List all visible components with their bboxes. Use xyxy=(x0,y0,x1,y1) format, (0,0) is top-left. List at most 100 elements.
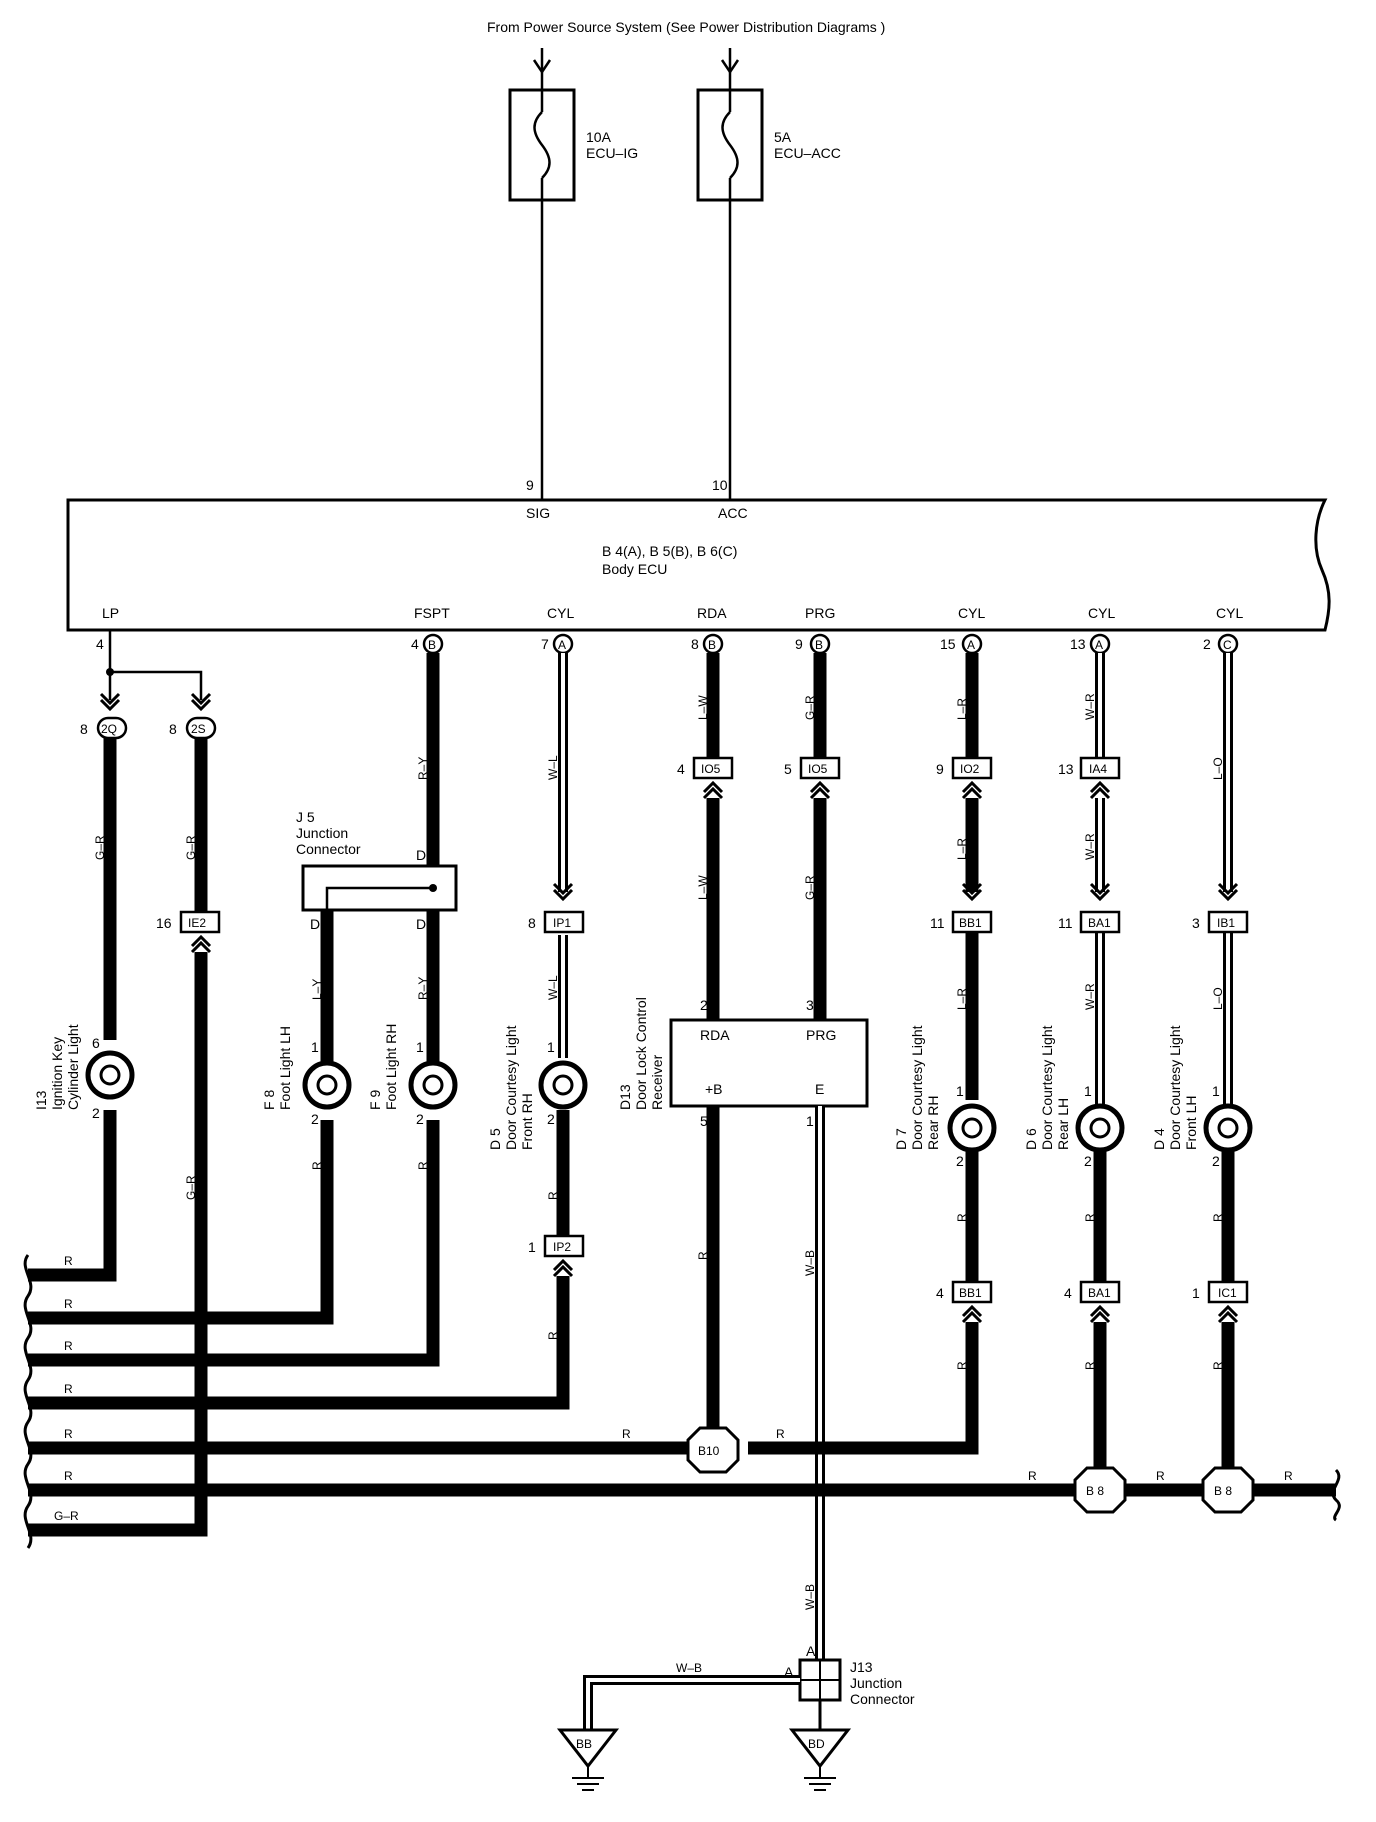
connector-io5-b: IO5 5 xyxy=(784,756,841,780)
connector-code: IE2 xyxy=(188,916,206,930)
wire-color-label: R xyxy=(64,1339,73,1353)
light-name: Rear RH xyxy=(925,1096,941,1150)
wire-wb-ground xyxy=(583,1675,800,1730)
splice-label: B10 xyxy=(698,1444,720,1458)
ecu-pin-name: RDA xyxy=(697,605,727,621)
light-d4: 1 2 D 4 Door Courtesy Light Front LH xyxy=(1151,1025,1253,1169)
wire-color-label: R xyxy=(1284,1469,1293,1483)
ecu-pin-name: CYL xyxy=(1216,605,1243,621)
wire-color-label: G–R xyxy=(803,875,817,900)
connector-bb1-b: BB1 4 xyxy=(936,1280,993,1304)
connector-ib1: IB1 3 xyxy=(1192,910,1249,934)
connector-ic1: IC1 1 xyxy=(1192,1280,1249,1304)
connector-ia4: IA4 13 xyxy=(1058,756,1121,780)
connector-pin: 1 xyxy=(1192,1285,1200,1301)
conn-letter: A xyxy=(558,638,566,652)
wire-color-label: L–R xyxy=(955,698,969,720)
conn-letter: B xyxy=(815,638,823,652)
connector-pin: 4 xyxy=(936,1285,944,1301)
connector-code: IB1 xyxy=(1217,916,1235,930)
j13-pin: A xyxy=(806,1643,816,1659)
wire-color-label: R xyxy=(546,1191,560,1200)
ecu-pin-name: LP xyxy=(102,605,119,621)
j5-pin: D xyxy=(416,916,426,932)
ecu-pin-num: 9 xyxy=(526,477,534,493)
wire-color-label: L–Y xyxy=(310,979,324,1000)
conn-letter: A xyxy=(967,638,975,652)
fuse-ecu-acc: 5A ECU–ACC xyxy=(696,48,841,202)
splice-b10: B10 xyxy=(686,1426,740,1474)
pin-num: 4 xyxy=(411,636,419,652)
light-code: I13 xyxy=(33,1090,49,1110)
ecu-pin-name: FSPT xyxy=(414,605,450,621)
light-d7: 1 2 D 7 Door Courtesy Light Rear RH xyxy=(893,1025,997,1169)
wire-color-label: G–R xyxy=(184,835,198,860)
pin-num: 2 xyxy=(1212,1153,1220,1169)
wire-color-label: R xyxy=(1083,1213,1097,1222)
receiver-title: Door Lock Control xyxy=(633,997,649,1110)
pin-num: 2 xyxy=(92,1105,100,1121)
connector-code: IP2 xyxy=(553,1240,571,1254)
connector-ie2: IE2 16 xyxy=(156,910,221,934)
pin-num: 1 xyxy=(416,1039,424,1055)
receiver-title2: Receiver xyxy=(649,1054,665,1110)
connector-pin: 11 xyxy=(1058,915,1073,931)
wire-color-label: R–Y xyxy=(416,977,430,1000)
wire-color-label: W–B xyxy=(803,1584,817,1610)
door-lock-receiver: 2 3 RDA PRG +B E 5 1 D13 Door Lock Contr… xyxy=(617,997,869,1129)
receiver-pin-e: E xyxy=(815,1081,824,1097)
fuse-amp-label: 10A xyxy=(586,129,612,145)
light-code: D 6 xyxy=(1023,1128,1039,1150)
light-name: Door Courtesy Light xyxy=(1039,1025,1055,1150)
wire-color-label: R xyxy=(64,1382,73,1396)
wire-color-label: W–L xyxy=(546,975,560,1000)
connector-pin: 11 xyxy=(930,915,945,931)
conn-letter: B xyxy=(428,638,436,652)
light-d6: 1 2 D 6 Door Courtesy Light Rear LH xyxy=(1023,1025,1125,1169)
light-name: Ignition Key xyxy=(49,1037,65,1110)
connector-io5-a: IO5 4 xyxy=(677,756,734,780)
fuse-amp-label: 5A xyxy=(774,129,792,145)
light-code: D 5 xyxy=(487,1128,503,1150)
junction-code: 2Q xyxy=(101,722,117,736)
connector-code: IO5 xyxy=(808,762,828,776)
wire-color-label: R xyxy=(1083,1361,1097,1370)
wire-color-label: W–B xyxy=(676,1661,702,1675)
light-name: Foot Light LH xyxy=(277,1026,293,1110)
conn-letter: B xyxy=(708,638,716,652)
pin-num: 1 xyxy=(956,1083,964,1099)
wire-color-label: R xyxy=(955,1213,969,1222)
body-ecu: 9 SIG 10 ACC B 4(A), B 5(B), B 6(C) Body… xyxy=(66,477,1331,632)
pin-num: 1 xyxy=(311,1039,319,1055)
connector-code: BA1 xyxy=(1088,1286,1111,1300)
receiver-code: D13 xyxy=(617,1084,633,1110)
wire-color-label: R xyxy=(622,1427,631,1441)
wire-color-label: G–R xyxy=(803,695,817,720)
j13-pin: A xyxy=(784,1664,794,1680)
connector-pin: 3 xyxy=(1192,915,1200,931)
j5-pin: D xyxy=(310,916,320,932)
wire-color-label: R xyxy=(776,1427,785,1441)
pin-num: 2 xyxy=(1203,636,1211,652)
wire-color-label: R xyxy=(64,1469,73,1483)
j5-title: Junction xyxy=(296,825,348,841)
j13-code: J13 xyxy=(850,1659,873,1675)
connector-pin: 4 xyxy=(1064,1285,1072,1301)
connector-ip1: IP1 8 xyxy=(528,910,585,934)
light-name: Rear LH xyxy=(1055,1098,1071,1150)
j13-title: Junction xyxy=(850,1675,902,1691)
light-code: D 4 xyxy=(1151,1128,1167,1150)
receiver-pin-b: +B xyxy=(705,1081,723,1097)
connector-code: BA1 xyxy=(1088,916,1111,930)
wire-color-label: W–B xyxy=(803,1250,817,1276)
wire-color-label: R xyxy=(1156,1469,1165,1483)
j13-junction-connector: A A J13 Junction Connector xyxy=(784,1643,915,1707)
receiver-pin-rda: RDA xyxy=(700,1027,730,1043)
pin-num: 1 xyxy=(1212,1083,1220,1099)
connector-pin: 16 xyxy=(156,915,172,931)
pin-num: 2 xyxy=(1084,1153,1092,1169)
ecu-bottom-pins: 4 4 B 7 A 8 B 9 B 15 A 13 A 2 C xyxy=(96,633,1239,655)
light-name: Front LH xyxy=(1183,1096,1199,1150)
